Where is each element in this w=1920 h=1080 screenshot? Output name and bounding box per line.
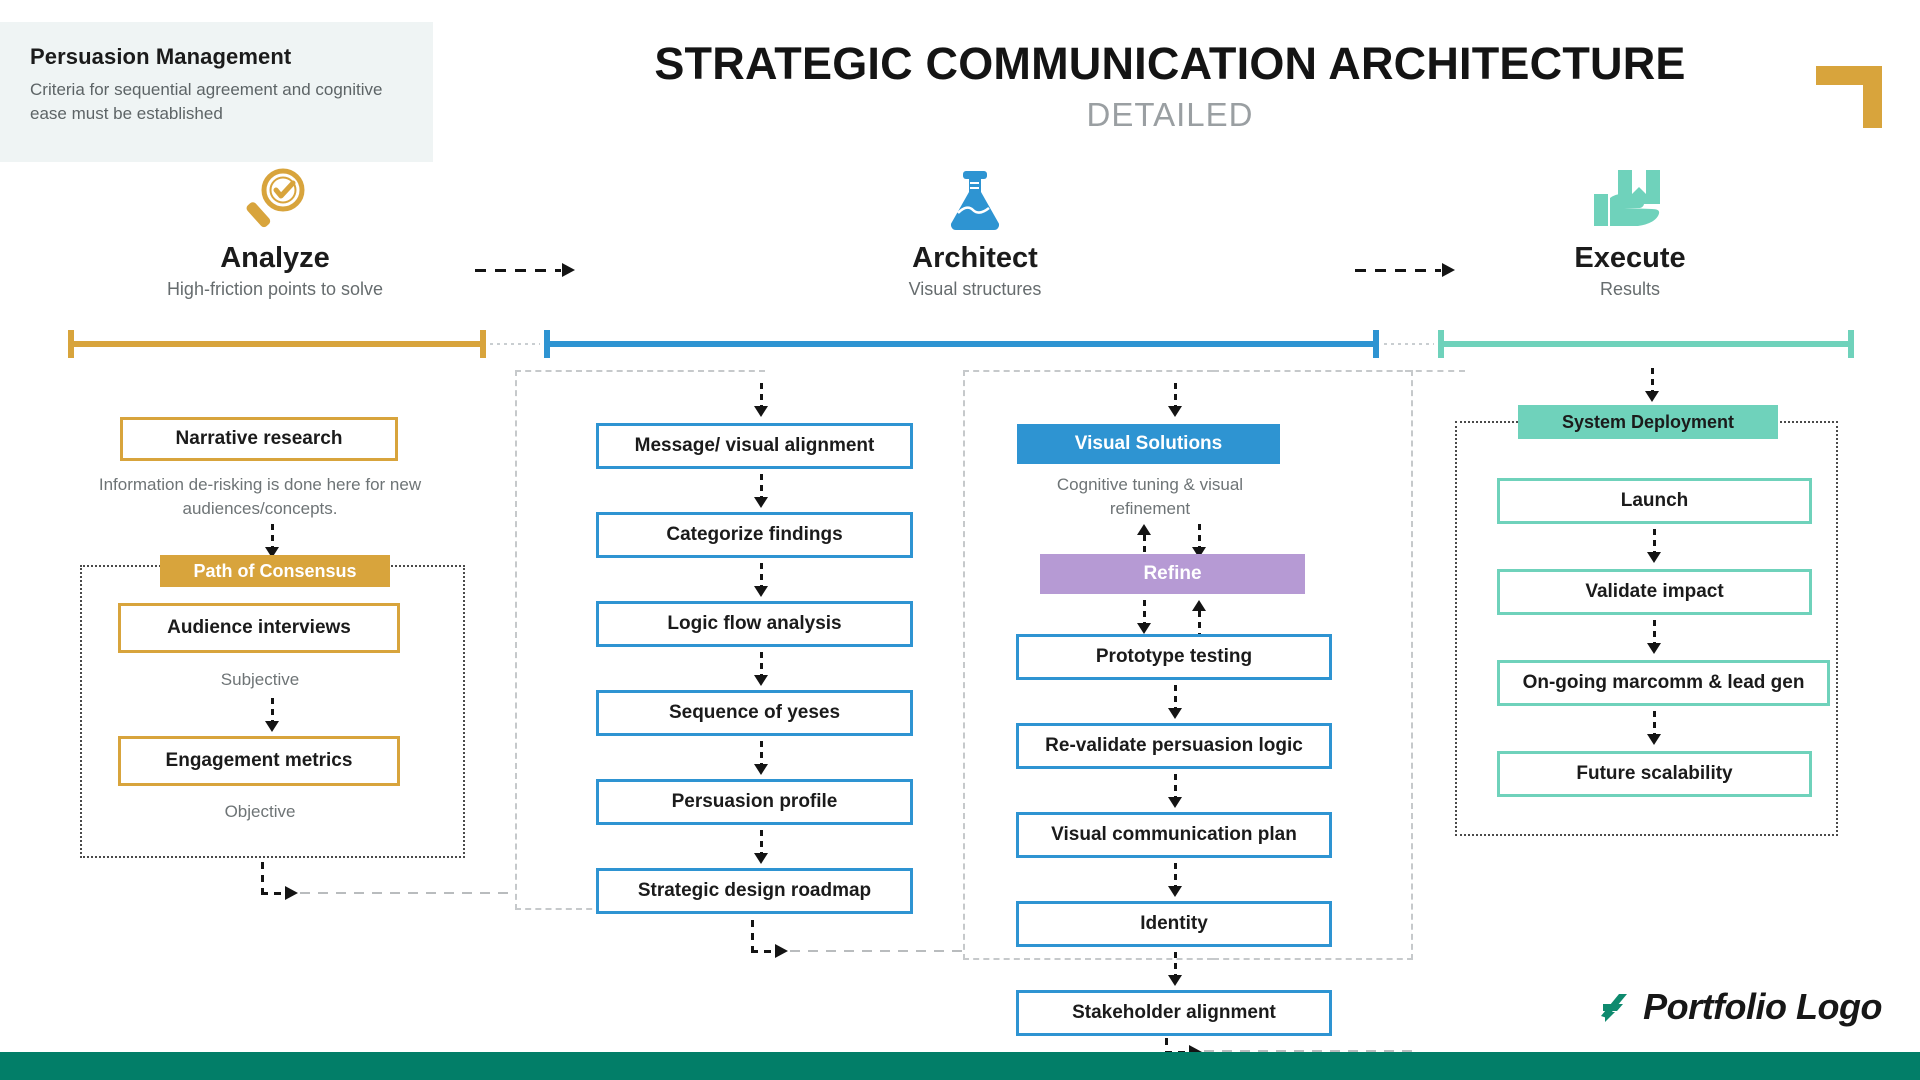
arrow-down <box>1192 524 1206 558</box>
arrow-up <box>1137 524 1151 558</box>
arrow-down <box>754 383 768 417</box>
portfolio-logo: Portfolio Logo <box>1593 986 1882 1028</box>
flask-icon <box>775 168 1175 230</box>
timeline-architect <box>544 330 1379 358</box>
flow-line-analyze-to-architect <box>300 892 515 894</box>
arrow-down <box>1647 711 1661 745</box>
node-architect-a-4[interactable]: Persuasion profile <box>596 779 913 825</box>
hand-package-icon <box>1430 168 1830 230</box>
group-container-architect-b-right <box>1213 370 1413 960</box>
arrow-down <box>1647 620 1661 654</box>
phase-desc: Results <box>1599 279 1661 299</box>
node-audience-interviews[interactable]: Audience interviews <box>118 603 400 653</box>
group-container-architect-b <box>963 370 1213 960</box>
node-execute-1[interactable]: Validate impact <box>1497 569 1812 615</box>
logo-text: Portfolio Logo <box>1643 986 1882 1027</box>
exit-arrow-analyze <box>261 862 301 900</box>
callout-title: Persuasion Management <box>30 44 292 69</box>
node-architect-a-3[interactable]: Sequence of yeses <box>596 690 913 736</box>
node-architect-a-0[interactable]: Message/ visual alignment <box>596 423 913 469</box>
node-narrative-research[interactable]: Narrative research <box>120 417 398 461</box>
timeline-gap-2 <box>1384 343 1434 345</box>
phase-connector-architect-execute <box>1355 263 1455 277</box>
band-refine[interactable]: Refine <box>1040 554 1305 594</box>
arrow-down <box>1168 863 1182 897</box>
node-architect-a-5[interactable]: Strategic design roadmap <box>596 868 913 914</box>
magnifier-check-icon <box>75 168 475 230</box>
callout-subtitle: Criteria for sequential agreement and co… <box>30 80 383 124</box>
note-cognitive-tuning: Cognitive tuning & visual refinement <box>1056 475 1244 518</box>
phase-name: Analyze <box>220 242 330 274</box>
band-path-of-consensus[interactable]: Path of Consensus <box>160 555 390 587</box>
arrow-down <box>754 474 768 508</box>
node-execute-0[interactable]: Launch <box>1497 478 1812 524</box>
node-architect-a-1[interactable]: Categorize findings <box>596 512 913 558</box>
node-execute-2[interactable]: On-going marcomm & lead gen <box>1497 660 1830 706</box>
timeline-analyze <box>68 330 486 358</box>
arrow-down <box>1168 774 1182 808</box>
arrow-down <box>754 830 768 864</box>
arrow-down <box>1168 383 1182 417</box>
phase-desc: High-friction points to solve <box>166 279 384 299</box>
arrow-down <box>265 698 279 732</box>
arrow-down <box>1168 952 1182 986</box>
node-architect-b-1[interactable]: Re-validate persuasion logic <box>1016 723 1332 769</box>
phase-connector-analyze-architect <box>475 263 575 277</box>
exit-arrow-architect-a <box>751 920 791 958</box>
footer-bar <box>0 1052 1920 1080</box>
title-block: STRATEGIC COMMUNICATION ARCHITECTURE DET… <box>420 38 1920 134</box>
group-edge <box>1405 370 1465 960</box>
arrow-down <box>754 563 768 597</box>
node-execute-3[interactable]: Future scalability <box>1497 751 1812 797</box>
page-subtitle: DETAILED <box>1086 96 1254 133</box>
node-engagement-metrics[interactable]: Engagement metrics <box>118 736 400 786</box>
band-visual-solutions[interactable]: Visual Solutions <box>1017 424 1280 464</box>
arrow-down <box>754 741 768 775</box>
corner-bracket-icon <box>1816 66 1882 128</box>
swoosh-icon <box>1601 994 1628 1022</box>
node-architect-b-2[interactable]: Visual communication plan <box>1016 812 1332 858</box>
phase-name: Architect <box>912 242 1038 274</box>
node-architect-b-3[interactable]: Identity <box>1016 901 1332 947</box>
node-architect-b-0[interactable]: Prototype testing <box>1016 634 1332 680</box>
band-system-deployment[interactable]: System Deployment <box>1518 405 1778 439</box>
callout-panel: Persuasion Management Criteria for seque… <box>0 22 433 162</box>
page-title: STRATEGIC COMMUNICATION ARCHITECTURE <box>654 38 1686 89</box>
phase-name: Execute <box>1574 242 1686 274</box>
flow-line-architect-a-to-b <box>790 950 965 952</box>
note-subjective: Subjective <box>220 670 300 689</box>
timeline-execute <box>1438 330 1854 358</box>
note-information-derisking: Information de-risking is done here for … <box>98 475 422 518</box>
arrow-down <box>265 524 279 558</box>
node-architect-b-4[interactable]: Stakeholder alignment <box>1016 990 1332 1036</box>
node-architect-a-2[interactable]: Logic flow analysis <box>596 601 913 647</box>
arrow-down <box>1168 685 1182 719</box>
flow-line-architect-b-to-execute <box>1204 1050 1414 1052</box>
phase-header-execute: Execute Results <box>1430 168 1830 300</box>
phase-desc: Visual structures <box>908 279 1042 299</box>
arrow-down <box>754 652 768 686</box>
arrow-down <box>1645 368 1659 402</box>
timeline-gap-1 <box>490 343 540 345</box>
arrow-down <box>1137 600 1151 634</box>
phase-header-architect: Architect Visual structures <box>775 168 1175 300</box>
phase-header-analyze: Analyze High-friction points to solve <box>75 168 475 300</box>
arrow-down <box>1647 529 1661 563</box>
arrow-up <box>1192 600 1206 634</box>
note-objective: Objective <box>224 802 296 821</box>
